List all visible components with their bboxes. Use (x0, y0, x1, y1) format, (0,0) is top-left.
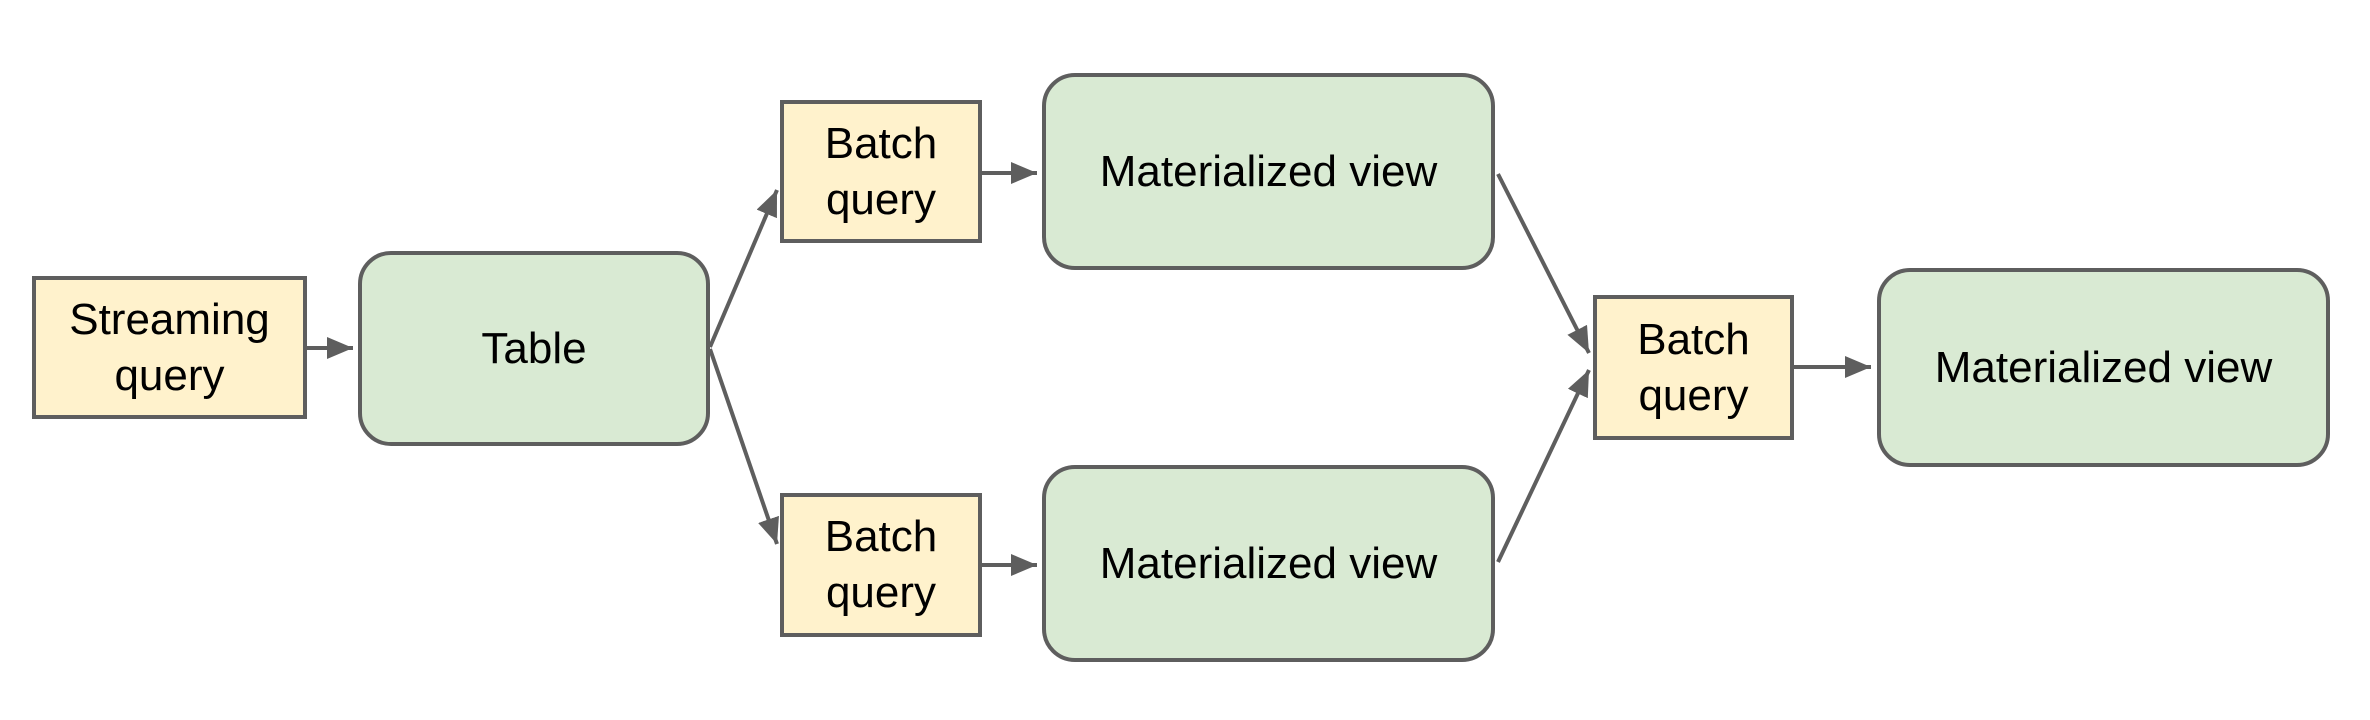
node-table: Table (358, 251, 710, 446)
node-label: Materialized view (1934, 342, 2273, 392)
node-label: Batch query (824, 512, 938, 617)
node-label: Streaming query (69, 294, 270, 400)
node-streaming-query: Streaming query (32, 276, 307, 419)
node-label: Materialized view (1099, 146, 1438, 196)
node-label: Materialized view (1099, 538, 1438, 588)
node-batch-query-center: Batch query (1593, 295, 1794, 440)
node-materialized-view-bottom: Materialized view (1042, 465, 1495, 662)
edge-table-to-batch-query-bottom (708, 348, 779, 545)
node-label: Batch query (1637, 314, 1750, 420)
node-batch-query-top: Batch query (780, 100, 982, 243)
node-label: Batch query (824, 118, 938, 224)
node-materialized-view-final: Materialized view (1877, 268, 2330, 467)
node-materialized-view-top: Materialized view (1042, 73, 1495, 270)
edge-table-to-batch-query-top (708, 189, 779, 348)
node-label: Table (481, 323, 587, 373)
edge-materialized-view-top-to-batch-query-center (1496, 173, 1591, 354)
edge-materialized-view-bottom-to-batch-query-center (1496, 369, 1591, 563)
node-batch-query-bottom: Batch query (780, 493, 982, 637)
